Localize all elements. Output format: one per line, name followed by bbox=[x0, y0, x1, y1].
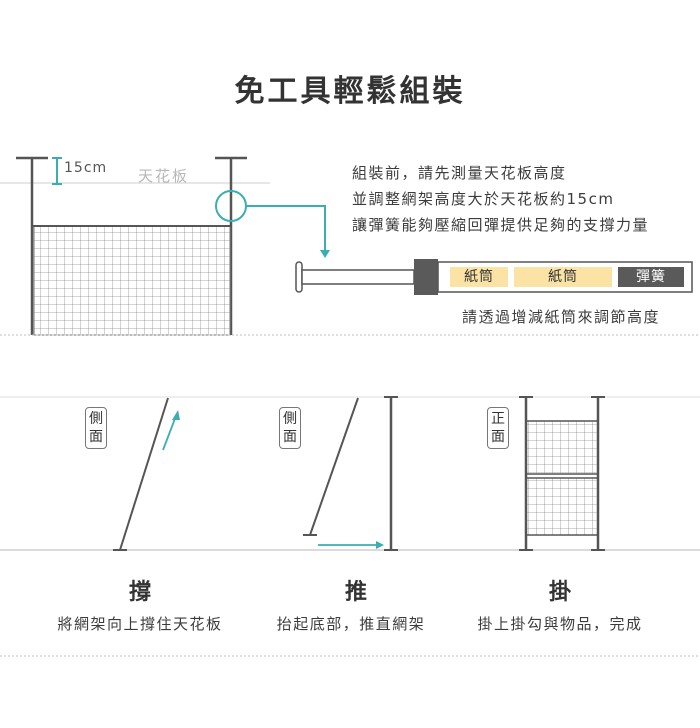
step3-view-tag: 正面 bbox=[487, 407, 509, 449]
front-mesh-lower bbox=[525, 477, 599, 536]
zoom-connector bbox=[246, 205, 326, 252]
step2-title: 推 bbox=[344, 580, 367, 605]
step2-view-tag: 側面 bbox=[279, 407, 301, 449]
ceiling-label: 天花板 bbox=[138, 167, 190, 185]
step1-title: 撐 bbox=[128, 580, 151, 605]
mesh-panel bbox=[33, 225, 231, 336]
page-title: 免工具輕鬆組裝 bbox=[234, 74, 466, 109]
step3-title: 掛 bbox=[548, 580, 571, 605]
tilted-pole-2 bbox=[309, 397, 359, 536]
lift-arrow bbox=[162, 415, 177, 451]
instruction-line-3: 讓彈簧能夠壓縮回彈提供足夠的支撐力量 bbox=[352, 216, 650, 234]
paper-tube-label-1: 紙筒 bbox=[450, 267, 508, 287]
tilted-pole-1 bbox=[119, 397, 169, 551]
instruction-line-1: 組裝前，請先測量天花板高度 bbox=[352, 164, 567, 182]
step3-desc: 掛上掛勾與物品，完成 bbox=[477, 615, 643, 633]
adjust-note: 請透過增減紙筒來調節高度 bbox=[462, 308, 661, 326]
spring-label: 彈簧 bbox=[618, 267, 684, 287]
pole-rod bbox=[301, 269, 415, 285]
step1-view-tag: 側面 bbox=[85, 407, 107, 449]
front-mesh-upper bbox=[525, 420, 599, 475]
pole-connector bbox=[414, 259, 438, 295]
paper-tube-label-2: 紙筒 bbox=[514, 267, 612, 287]
pole-end-cap bbox=[295, 261, 303, 293]
instruction-line-2: 並調整網架高度大於天花板約15cm bbox=[352, 190, 615, 208]
gap-label: 15cm bbox=[64, 160, 108, 176]
step2-desc: 抬起底部，推直網架 bbox=[276, 615, 426, 633]
step1-desc: 將網架向上撐住天花板 bbox=[57, 615, 223, 633]
